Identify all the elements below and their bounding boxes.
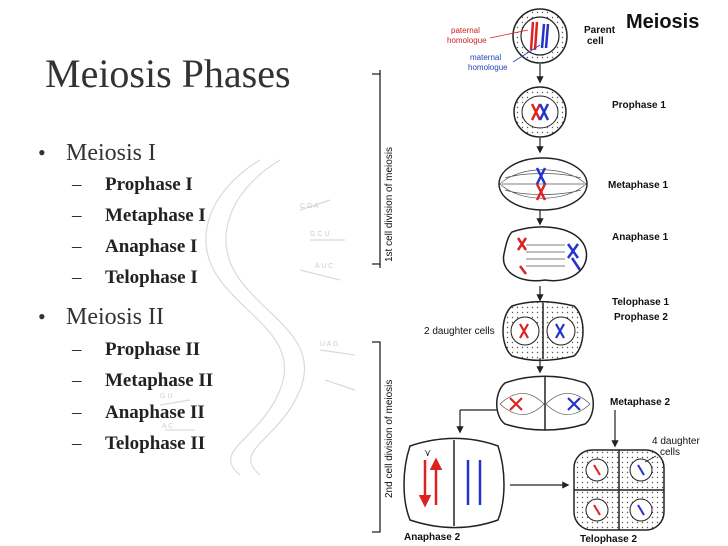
cell-anaphase-2: ⋎	[403, 437, 505, 529]
watermark-rna-strand: C G A G C U A U C U A G G U A C	[159, 159, 356, 476]
svg-text:G U: G U	[160, 393, 172, 400]
sub-item-label: Prophase I	[105, 174, 193, 195]
maternal-label: maternal	[470, 53, 501, 62]
svg-text:G C U: G C U	[310, 231, 329, 238]
svg-text:U A G: U A G	[320, 341, 338, 348]
maternal-pointer	[512, 44, 541, 63]
label-4-daughter-cells-2: cells	[660, 447, 680, 458]
label-2-daughter-cells: 2 daughter cells	[424, 326, 495, 337]
maternal-label-2: homologue	[468, 63, 508, 72]
page-title: Meiosis Phases	[45, 51, 291, 96]
bullet-glyph: •	[38, 304, 46, 329]
label-anaphase-1: Anaphase 1	[612, 232, 669, 243]
sub-item-label: Metaphase II	[105, 370, 214, 391]
bullet-meiosis-1: • Meiosis I	[38, 140, 156, 167]
dash-glyph: –	[72, 174, 82, 195]
parent-label: Parent	[584, 25, 616, 36]
paternal-pointer	[489, 29, 529, 39]
dash-glyph: –	[72, 402, 82, 423]
sub-item-label: Metaphase I	[105, 205, 206, 226]
cell-metaphase-2	[496, 375, 594, 431]
dash-glyph: –	[72, 267, 82, 288]
sub-item-label: Telophase I	[105, 267, 198, 288]
cell-prophase-1	[513, 86, 567, 138]
dash-glyph: –	[72, 433, 82, 454]
sub-item-anaphase-1: – Anaphase I	[72, 236, 197, 258]
sub-item-label: Anaphase II	[105, 402, 205, 423]
cell-telophase-2	[573, 449, 665, 531]
sub-item-anaphase-2: – Anaphase II	[72, 402, 205, 424]
svg-text:A C: A C	[162, 423, 173, 430]
svg-text:A U C: A U C	[315, 263, 333, 270]
label-prophase-1: Prophase 1	[612, 100, 666, 111]
label-anaphase-2: Anaphase 2	[404, 532, 461, 543]
label-prophase-2: Prophase 2	[614, 312, 668, 323]
sub-item-telophase-1: – Telophase I	[72, 267, 198, 289]
cell-anaphase-1	[502, 226, 588, 282]
paternal-label-2: homologue	[447, 36, 487, 45]
label-metaphase-1: Metaphase 1	[608, 180, 668, 191]
label-division-2: 2nd cell division of meiosis	[384, 380, 395, 498]
bullet-label: Meiosis I	[66, 140, 156, 166]
sub-item-label: Telophase II	[105, 433, 206, 454]
bullet-label: Meiosis II	[66, 304, 164, 330]
dash-glyph: –	[72, 205, 82, 226]
label-metaphase-2: Metaphase 2	[610, 397, 670, 408]
sub-item-label: Prophase II	[105, 339, 201, 360]
paternal-label: paternal	[451, 26, 480, 35]
svg-text:C G A: C G A	[300, 203, 319, 210]
parent-label-2: cell	[587, 36, 604, 47]
sub-item-prophase-1: – Prophase I	[72, 174, 193, 196]
bullet-glyph: •	[38, 140, 46, 165]
bracket-division-1	[372, 70, 381, 268]
parent-cell	[512, 8, 568, 64]
svg-text:⋎: ⋎	[424, 448, 431, 459]
daughter-pointer	[644, 455, 657, 463]
label-telophase-1: Telophase 1	[612, 297, 669, 308]
diagram-heading: Meiosis	[626, 11, 699, 33]
sub-item-label: Anaphase I	[105, 236, 198, 257]
dash-glyph: –	[72, 236, 82, 257]
dash-glyph: –	[72, 339, 82, 360]
label-telophase-2: Telophase 2	[580, 534, 637, 545]
cell-telophase-1	[502, 300, 584, 362]
sub-item-prophase-2: – Prophase II	[72, 339, 200, 361]
label-division-1: 1st cell division of meiosis	[384, 147, 395, 262]
sub-item-telophase-2: – Telophase II	[72, 433, 205, 455]
cell-metaphase-1	[498, 157, 588, 211]
label-4-daughter-cells: 4 daughter	[652, 436, 700, 447]
bracket-division-2	[372, 341, 381, 533]
dash-glyph: –	[72, 370, 82, 391]
sub-item-metaphase-2: – Metaphase II	[72, 370, 213, 392]
bullet-meiosis-2: • Meiosis II	[38, 304, 164, 331]
sub-item-metaphase-1: – Metaphase I	[72, 205, 206, 227]
